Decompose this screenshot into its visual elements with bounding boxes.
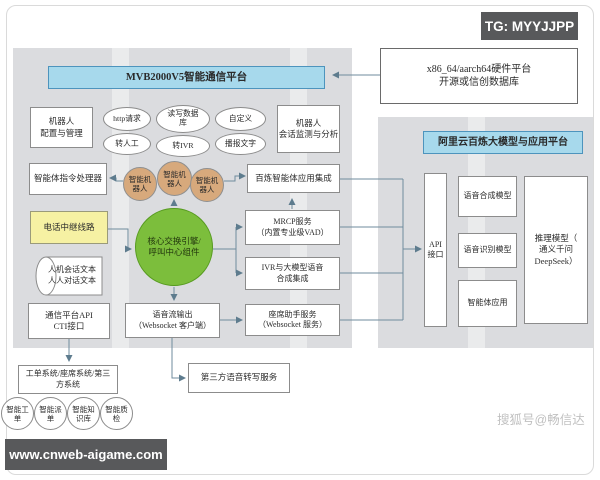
robot-circle-3: 智能机 器人	[190, 168, 224, 202]
website-badge: www.cnweb-aigame.com	[5, 439, 167, 470]
oval-to-human: 转人工	[103, 133, 151, 155]
aliyun-platform-title: 阿里云百炼大模型与应用平台	[423, 131, 583, 154]
agent-app-box: 智能体应用	[458, 280, 517, 327]
hardware-platform-box: x86_64/aarch64硬件平台 开源或信创数据库	[380, 48, 578, 104]
robot-config-box: 机器人 配置与管理	[30, 107, 93, 148]
dialog-text-store: 人机会话文本 人人对话文本	[32, 256, 104, 296]
ticket-system-box: 工单系统/座席系统/第三 方系统	[18, 365, 118, 394]
image-frame	[6, 5, 594, 475]
smart-dispatch-circle: 智能派 单	[34, 397, 67, 430]
voice-stream-box: 语音流输出 （Websocket 客户端）	[125, 303, 220, 338]
tg-badge: TG: MYYJJPP	[481, 12, 578, 40]
oval-http-request: http请求	[103, 107, 151, 131]
oval-custom: 自定义	[215, 107, 266, 131]
cylinder-shape-icon	[35, 256, 103, 296]
smart-qc-circle: 智能质 检	[100, 397, 133, 430]
mvb-platform-title: MVB2000V5智能通信平台	[48, 66, 325, 89]
cti-api-box: 通信平台API CTI接口	[28, 303, 110, 339]
bailian-integration-box: 百炼智能体应用集成	[247, 164, 340, 193]
agent-assist-box: 座席助手服务 （Websocket 服务）	[245, 304, 340, 336]
asr-model-box: 语音识别模型	[458, 233, 517, 268]
oval-broadcast-text: 播报文字	[215, 133, 266, 155]
oval-to-ivr: 转IVR	[156, 135, 210, 157]
tts-model-box: 语音合成模型	[458, 176, 517, 217]
watermark-stripe	[290, 48, 307, 348]
mrcp-service-box: MRCP服务 （内置专业级VAD）	[245, 210, 340, 245]
dialog-text-label: 人机会话文本 人人对话文本	[48, 265, 96, 285]
api-interface-box: API 接口	[424, 173, 447, 327]
main-platform-panel	[13, 48, 352, 348]
session-monitor-box: 机器人 会话监测与分析	[277, 105, 340, 153]
core-engine-circle: 核心交换引擎/ 呼叫中心组件	[135, 208, 213, 286]
ivr-tts-box: IVR与大模型语音 合成集成	[245, 257, 340, 290]
phone-trunk-box: 电话中继线路	[30, 211, 108, 244]
sohu-watermark: 搜狐号@畅信达	[497, 413, 585, 427]
robot-circle-2: 智能机 器人	[157, 161, 192, 196]
robot-circle-1: 智能机 器人	[123, 167, 157, 201]
instruction-processor-box: 智能体指令处理器	[29, 163, 107, 195]
llm-model-box: 推理模型（ 通义千问 DeepSeek）	[524, 176, 588, 324]
third-party-transcribe-box: 第三方语音转写服务	[188, 363, 290, 393]
oval-read-write-db: 读写数据 库	[156, 105, 210, 133]
smart-ticket-circle: 智能工 单	[1, 397, 34, 430]
smart-knowledge-circle: 智能知 识库	[67, 397, 100, 430]
